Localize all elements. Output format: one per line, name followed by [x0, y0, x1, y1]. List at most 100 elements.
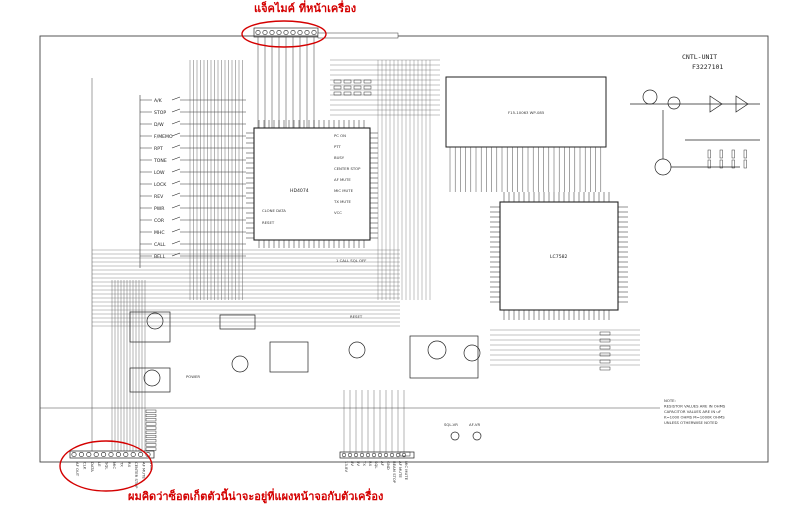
switch-label: F/MEMO	[154, 134, 173, 140]
connector-pin	[86, 451, 92, 457]
bottom-mid-connector-pins	[341, 452, 407, 458]
switch-label: CALL	[154, 242, 166, 248]
af-vr-label: AF-VR	[469, 422, 481, 427]
resistor	[343, 91, 352, 96]
connector-pin-label: AF	[380, 461, 385, 466]
capacitor	[599, 366, 611, 371]
resistor	[333, 79, 342, 84]
schematic-border	[39, 35, 769, 463]
switch-label: TONE	[153, 158, 167, 164]
switch-contact	[171, 192, 181, 197]
mcu-pin-label: TX MUTE	[333, 199, 352, 204]
connector-pin	[71, 451, 77, 457]
switch-label: BELL	[154, 254, 166, 260]
top-mic-connector	[253, 27, 399, 128]
capacitor	[731, 159, 735, 169]
connector-pin	[93, 451, 99, 457]
switch-contact	[171, 252, 181, 257]
capacitor	[599, 345, 611, 350]
resistor	[145, 443, 157, 447]
lcd-display: F15-10063 WP-085	[445, 76, 607, 192]
unit-code: F3227101	[692, 63, 723, 71]
resistor	[333, 91, 342, 96]
connector-pin	[311, 29, 317, 35]
resistor	[145, 409, 157, 413]
note-line: CAPACITOR VALUES ARE IN uF	[664, 409, 721, 414]
connector-pin	[297, 29, 303, 35]
mcu-pin-label: MIC MUTE	[334, 188, 354, 193]
resistor	[333, 85, 342, 90]
connector-pin-label: BEAM STOP	[392, 461, 397, 484]
lcd-driver-label: LC7582	[550, 254, 568, 260]
capacitor	[599, 359, 611, 364]
mcu-pin-label: PTT	[334, 144, 342, 149]
mcu-pin-label: PC ON	[334, 133, 346, 138]
connector-pin-label: SQL	[105, 462, 110, 470]
note-line: RESISTOR VALUES ARE IN OHMS	[664, 404, 726, 409]
connector-pin	[377, 452, 383, 458]
mcu-pin-label: VCC	[334, 210, 342, 215]
connector-pin	[108, 451, 114, 457]
capacitor	[707, 149, 711, 159]
connector-pin	[138, 451, 144, 457]
connector-pin-label: DATA	[90, 462, 95, 472]
switch-label: PWR	[154, 206, 165, 212]
switch-label: LOW	[154, 170, 165, 176]
switch-label: STOP	[154, 110, 166, 116]
capacitor	[743, 159, 747, 169]
switch-label: RPT	[154, 146, 163, 152]
connector-pin-label: TX	[119, 461, 124, 467]
main-mcu-pins	[246, 120, 378, 248]
capacitor	[599, 338, 611, 343]
sql-vr-label: SQL-VR	[444, 422, 458, 427]
connector-pin	[101, 451, 107, 457]
capacitor	[719, 149, 723, 159]
switch-contact	[171, 216, 181, 221]
switch-label: A/K	[154, 98, 163, 104]
connector-pin-label: RX	[127, 462, 132, 468]
connector-pin-label: 8V	[350, 461, 355, 466]
lcd-display-pins	[449, 147, 602, 192]
bottom-annotation: ผมคิดว่าซ็อตเก็ตตัวนี้น่าจะอยู่ที่แผงหน้…	[128, 488, 383, 504]
volume-controls	[450, 431, 482, 441]
switch-contact	[171, 144, 181, 149]
connector-pin-label: RX	[368, 461, 373, 467]
switch-contact	[171, 156, 181, 161]
connector-pin-label: SQL	[374, 461, 379, 469]
resistor	[353, 85, 362, 90]
switch-column: A/KSTOPD/WF/MEMORPTTONELOWLOCKREVPWRCORM…	[139, 95, 246, 268]
connector-pin	[389, 452, 395, 458]
capacitor	[719, 159, 723, 169]
connector-pin	[262, 29, 268, 35]
note-line: UNLESS OTHERWISE NOTED	[664, 420, 718, 425]
capacitor	[599, 331, 611, 336]
right-transistor-section	[630, 89, 760, 176]
regulator-section	[129, 311, 481, 393]
connector-pin	[115, 451, 121, 457]
lcd-driver-chip: LC7582	[490, 192, 628, 320]
connector-pin	[130, 451, 136, 457]
connector-pin	[283, 29, 289, 35]
bottom-left-connector-pins	[71, 451, 151, 457]
connector-pin-label: MIC	[112, 462, 117, 469]
resistor	[363, 85, 372, 90]
connector-pin-label: 13.8V	[344, 461, 349, 472]
connector-pin	[371, 452, 377, 458]
resistor	[145, 447, 157, 451]
connector-pin	[276, 29, 282, 35]
resistor	[145, 439, 157, 443]
connector-pin-label: CENTER STOP	[134, 462, 139, 489]
switch-contact	[171, 240, 181, 245]
resistor	[145, 434, 157, 439]
connector-pin	[269, 29, 275, 35]
lcd-display-label: F15-10063 WP-085	[508, 110, 545, 115]
switch-contact	[171, 204, 181, 209]
power-label: POWER	[186, 374, 200, 379]
resistor	[145, 422, 157, 426]
lcd-driver-pins	[490, 192, 628, 320]
switch-label: D/W	[154, 122, 164, 128]
connector-pin	[353, 452, 359, 458]
